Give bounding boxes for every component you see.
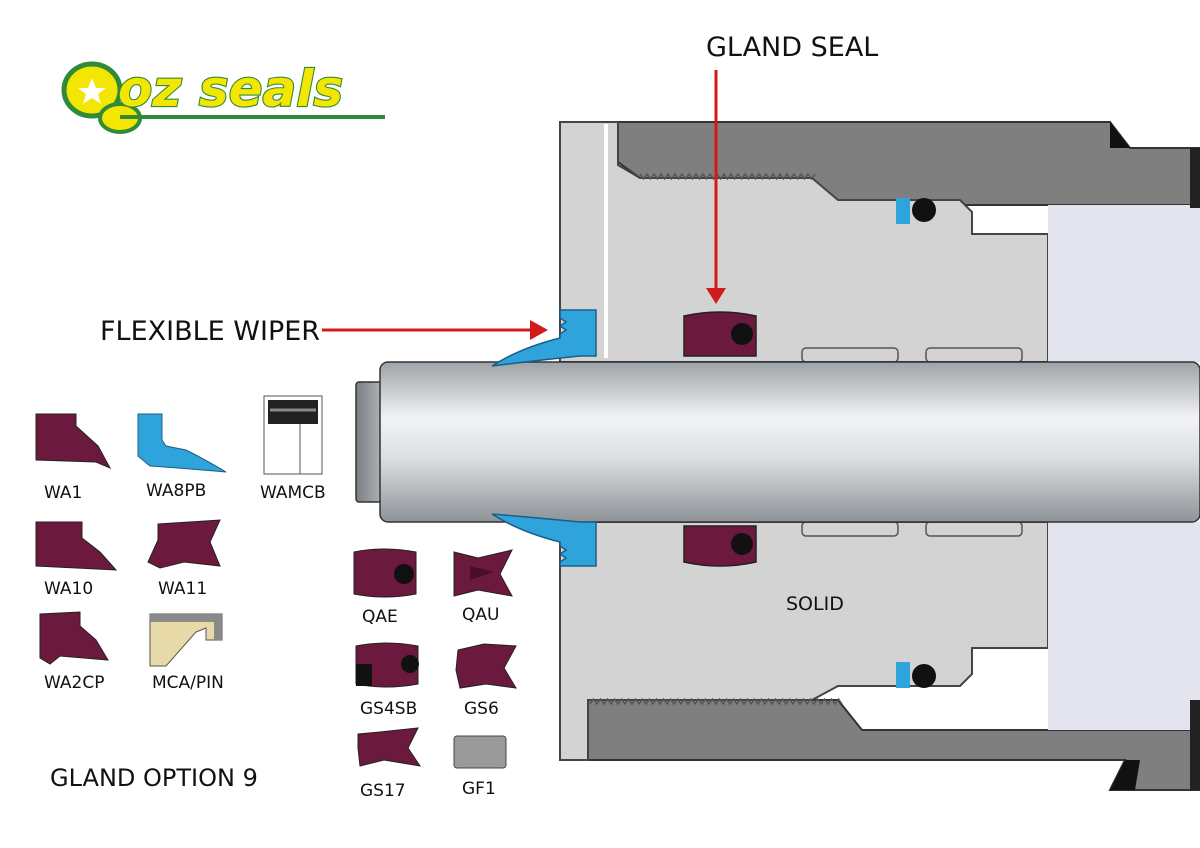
bore-bottom bbox=[1048, 522, 1200, 730]
backup-ring-top bbox=[896, 198, 910, 224]
gland-seal-bottom-energizer bbox=[731, 533, 753, 555]
profile-gs6: GS6 bbox=[455, 643, 517, 719]
gland-option-label: GLAND OPTION 9 bbox=[50, 764, 258, 792]
arrow-head-icon bbox=[706, 288, 726, 304]
thread-top bbox=[639, 172, 816, 181]
piston-rod bbox=[355, 361, 1200, 523]
profile-label: WA2CP bbox=[44, 673, 104, 693]
profile-label: WA10 bbox=[44, 579, 93, 599]
wiper-bottom-shape bbox=[491, 513, 597, 567]
housing-edge-bottom bbox=[1110, 760, 1140, 790]
solid-label: SOLID bbox=[786, 593, 844, 615]
gland-seal-top-energizer bbox=[731, 323, 753, 345]
cylinder-housing bbox=[559, 121, 1200, 791]
profile-wamcb: WAMCB bbox=[260, 395, 326, 503]
thread-bottom bbox=[589, 697, 843, 706]
bore-top bbox=[1048, 205, 1200, 362]
star-icon bbox=[78, 78, 106, 104]
logo-text: oz seals bbox=[118, 60, 343, 118]
profile-label: WA1 bbox=[44, 483, 82, 503]
housing-bottom bbox=[587, 699, 1200, 791]
gland-seal-label: GLAND SEAL bbox=[706, 32, 878, 63]
profile-label: GS6 bbox=[464, 699, 499, 719]
flexible-wiper-label: FLEXIBLE WIPER bbox=[100, 316, 320, 347]
gland-seal-top bbox=[683, 311, 757, 357]
flexible-wiper-bottom bbox=[491, 513, 597, 567]
housing-edge-right-bottom bbox=[1190, 700, 1200, 790]
oz-seals-logo: oz seals bbox=[61, 59, 385, 134]
profile-label: WA8PB bbox=[146, 481, 206, 501]
profile-wa2cp: WA2CP bbox=[39, 611, 109, 693]
profile-qae: QAE bbox=[353, 548, 417, 627]
profile-label: MCA/PIN bbox=[152, 673, 224, 693]
gland-seal-bottom bbox=[683, 525, 757, 567]
profile-wa1: WA1 bbox=[35, 413, 112, 503]
flexible-wiper-top bbox=[491, 309, 597, 367]
profile-label: GS4SB bbox=[360, 699, 417, 719]
o-ring-top bbox=[912, 198, 936, 222]
profile-label: WA11 bbox=[158, 579, 207, 599]
profile-gs4sb: GS4SB bbox=[355, 642, 419, 719]
gland-seal-top-shape bbox=[683, 311, 757, 357]
wiper-top-shape bbox=[491, 309, 597, 367]
rod-body bbox=[379, 361, 1200, 523]
housing-edge bbox=[1110, 122, 1130, 148]
logo-underline bbox=[120, 115, 385, 119]
o-ring-bottom bbox=[912, 664, 936, 688]
profile-label: WAMCB bbox=[260, 483, 326, 503]
profile-wa10: WA10 bbox=[35, 521, 118, 599]
profile-label: QAE bbox=[362, 607, 398, 627]
housing-edge-right bbox=[1190, 148, 1200, 208]
profile-wa8pb: WA8PB bbox=[137, 413, 227, 501]
profile-label: GF1 bbox=[462, 779, 496, 799]
profile-wa11: WA11 bbox=[147, 519, 221, 599]
profile-gs17: GS17 bbox=[357, 727, 422, 801]
profile-label: QAU bbox=[462, 605, 499, 625]
profile-gf1: GF1 bbox=[453, 735, 507, 799]
profile-label: GS17 bbox=[360, 781, 406, 801]
arrow-head-icon bbox=[530, 320, 548, 340]
backup-ring-bottom bbox=[896, 662, 910, 688]
profile-mcapin: MCA/PIN bbox=[149, 613, 224, 693]
profile-qau: QAU bbox=[453, 549, 513, 625]
